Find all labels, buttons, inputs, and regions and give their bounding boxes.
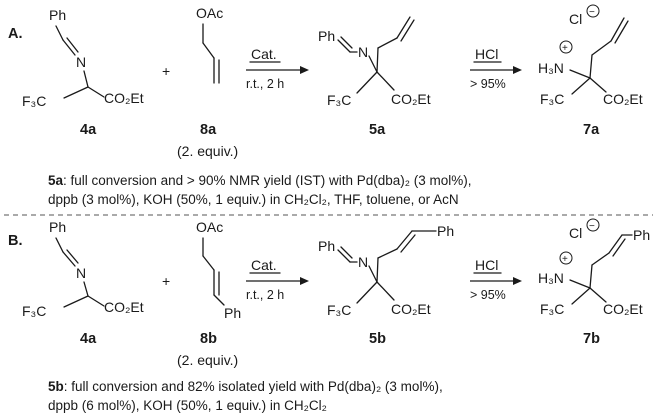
yield-label: > 95% [470, 77, 506, 91]
positive-charge [559, 251, 573, 265]
equiv-label: (2. equiv.) [177, 143, 238, 159]
note-text: dppb (3 mol%), KOH (50%, 1 equiv.) in CH… [48, 192, 459, 207]
minus-glyph: − [589, 7, 595, 18]
ester-label: CO₂Et [603, 91, 643, 107]
negative-charge [586, 218, 600, 232]
note-text: : full conversion and 82% isolated yield… [64, 379, 443, 394]
ester-label: CO₂Et [391, 301, 431, 317]
svg-text:5a: full conversion and > 90%: 5a: full conversion and > 90% NMR yield … [48, 173, 472, 188]
molecule-8b: OAc Ph 8b (2. equiv.) [177, 219, 241, 368]
cf3-label: F₃C [327, 302, 351, 318]
negative-charge [586, 4, 600, 18]
compound-id-5b: 5b [369, 331, 386, 347]
conditions-label: r.t., 2 h [246, 288, 284, 302]
chloride-label: Cl [569, 225, 582, 241]
chloride-label: Cl [569, 11, 582, 27]
ammonium-label: H₃N [538, 270, 564, 286]
note-text: : full conversion and > 90% NMR yield (I… [63, 173, 472, 188]
ester-label: CO₂Et [391, 91, 431, 107]
ammonium-label: H₃N [538, 60, 564, 76]
compound-id-5a: 5a [369, 122, 386, 138]
ester-label: CO₂Et [104, 90, 144, 106]
compound-id-8b: 8b [200, 331, 217, 347]
panel-a-label: A. [8, 26, 23, 42]
oac-label: OAc [196, 219, 223, 235]
reaction-arrow-2: HCl > 95% [470, 46, 522, 91]
cf3-label: F₃C [540, 301, 564, 317]
phenyl-label: Ph [318, 238, 335, 254]
cf3-label: F₃C [327, 92, 351, 108]
compound-id-4a: 4a [80, 331, 97, 347]
plus-glyph: + [562, 43, 568, 54]
molecule-8a: OAc 8a (2. equiv.) [177, 5, 238, 159]
compound-id-8a: 8a [200, 122, 217, 138]
molecule-4a: Ph N F₃C CO₂Et 4a [22, 219, 144, 347]
nitrogen-label: N [358, 254, 368, 270]
reaction-arrow-1: Cat. r.t., 2 h [246, 257, 309, 302]
molecule-4a: Ph N F₃C CO₂Et 4a [22, 7, 144, 138]
cf3-label: F₃C [540, 91, 564, 107]
phenyl-label: Ph [49, 7, 66, 23]
molecule-7b: Cl − + H₃N Ph F₃C CO₂Et 7b [538, 218, 650, 347]
equiv-label: (2. equiv.) [177, 352, 238, 368]
plus-glyph: + [562, 254, 568, 265]
molecule-5a: Ph N F₃C CO₂Et 5a [318, 16, 431, 138]
phenyl-label: Ph [49, 219, 66, 235]
note-compound-id: 5a [48, 173, 64, 188]
compound-id-4a: 4a [80, 122, 97, 138]
catalyst-label: Cat. [251, 46, 277, 62]
conditions-note-b: 5b: full conversion and 82% isolated yie… [48, 379, 443, 413]
conditions-note-a: 5a: full conversion and > 90% NMR yield … [48, 173, 472, 207]
phenyl-label: Ph [633, 227, 650, 243]
plus-sign: + [162, 63, 170, 79]
panel-b-label: B. [8, 233, 23, 249]
molecule-5b: Ph N Ph F₃C CO₂Et 5b [318, 223, 454, 347]
yield-label: > 95% [470, 288, 506, 302]
minus-glyph: − [589, 221, 595, 232]
plus-sign: + [162, 273, 170, 289]
compound-id-7a: 7a [583, 122, 600, 138]
molecule-7a: Cl − + H₃N F₃C CO₂Et 7a [538, 4, 643, 138]
phenyl-label: Ph [318, 28, 335, 44]
reaction-arrow-1: Cat. r.t., 2 h [246, 46, 309, 91]
reagent-label: HCl [475, 257, 498, 273]
nitrogen-label: N [76, 265, 86, 281]
svg-text:5b: full conversion and 82% is: 5b: full conversion and 82% isolated yie… [48, 379, 443, 394]
positive-charge [559, 40, 573, 54]
ester-label: CO₂Et [104, 299, 144, 315]
oac-label: OAc [196, 5, 223, 21]
reaction-arrow-2: HCl > 95% [470, 257, 522, 302]
cf3-label: F₃C [22, 93, 46, 109]
phenyl-label: Ph [437, 223, 454, 239]
phenyl-label: Ph [224, 305, 241, 321]
catalyst-label: Cat. [251, 257, 277, 273]
nitrogen-label: N [358, 44, 368, 60]
conditions-label: r.t., 2 h [246, 77, 284, 91]
note-text: dppb (6 mol%), KOH (50%, 1 equiv.) in CH… [48, 398, 327, 413]
note-compound-id: 5b [48, 379, 64, 394]
cf3-label: F₃C [22, 303, 46, 319]
reagent-label: HCl [475, 46, 498, 62]
compound-id-7b: 7b [583, 331, 600, 347]
nitrogen-label: N [76, 54, 86, 70]
ester-label: CO₂Et [603, 301, 643, 317]
